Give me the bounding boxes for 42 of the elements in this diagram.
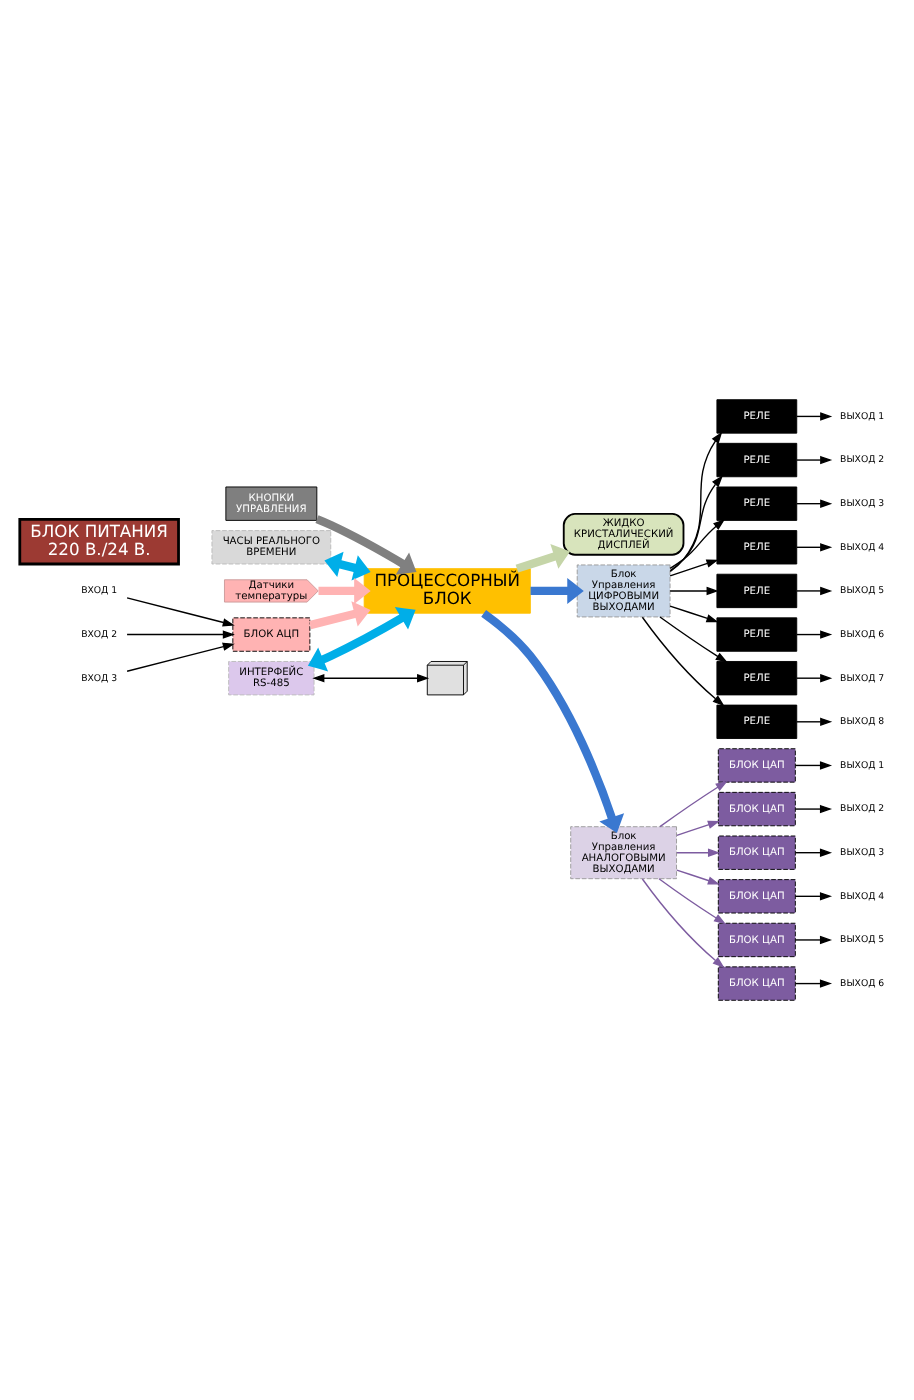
arrow (676, 848, 721, 857)
arrow (796, 630, 833, 639)
arrow (669, 586, 719, 596)
arrow (794, 979, 832, 988)
node-box: БЛОК ПИТАНИЯ 220 В./24 В. (18, 518, 180, 566)
arrow (126, 597, 235, 627)
arrow (659, 616, 728, 663)
arrow (796, 673, 833, 683)
arrow (126, 642, 235, 672)
arrow (676, 869, 720, 885)
arrow (315, 515, 417, 575)
arrow (794, 848, 832, 857)
node-box: ПРОЦЕССОРНЫЙ БЛОК (363, 568, 531, 614)
arrow (309, 601, 371, 630)
arrow (796, 717, 833, 727)
arrow (641, 616, 725, 707)
arrow (318, 577, 371, 604)
arrow (324, 551, 371, 581)
arrow (794, 935, 832, 945)
arrow (307, 607, 416, 672)
arrow (530, 577, 584, 604)
arrow (669, 431, 723, 573)
arrow (796, 455, 833, 465)
arrow (641, 878, 725, 969)
arrow (796, 543, 833, 552)
arrow (658, 878, 726, 925)
arrow (794, 761, 832, 770)
arrow (676, 820, 720, 837)
arrow (481, 610, 625, 834)
arrow (794, 804, 832, 814)
arrow (312, 673, 430, 683)
arrow (515, 544, 571, 573)
arrow (126, 630, 235, 639)
arrow (659, 781, 728, 828)
arrow (796, 586, 833, 596)
arrow (669, 475, 723, 572)
arrow (669, 559, 719, 577)
arrow (796, 499, 833, 508)
arrow (669, 519, 726, 570)
arrow (794, 892, 832, 901)
arrow (669, 605, 719, 623)
arrow (796, 412, 833, 421)
